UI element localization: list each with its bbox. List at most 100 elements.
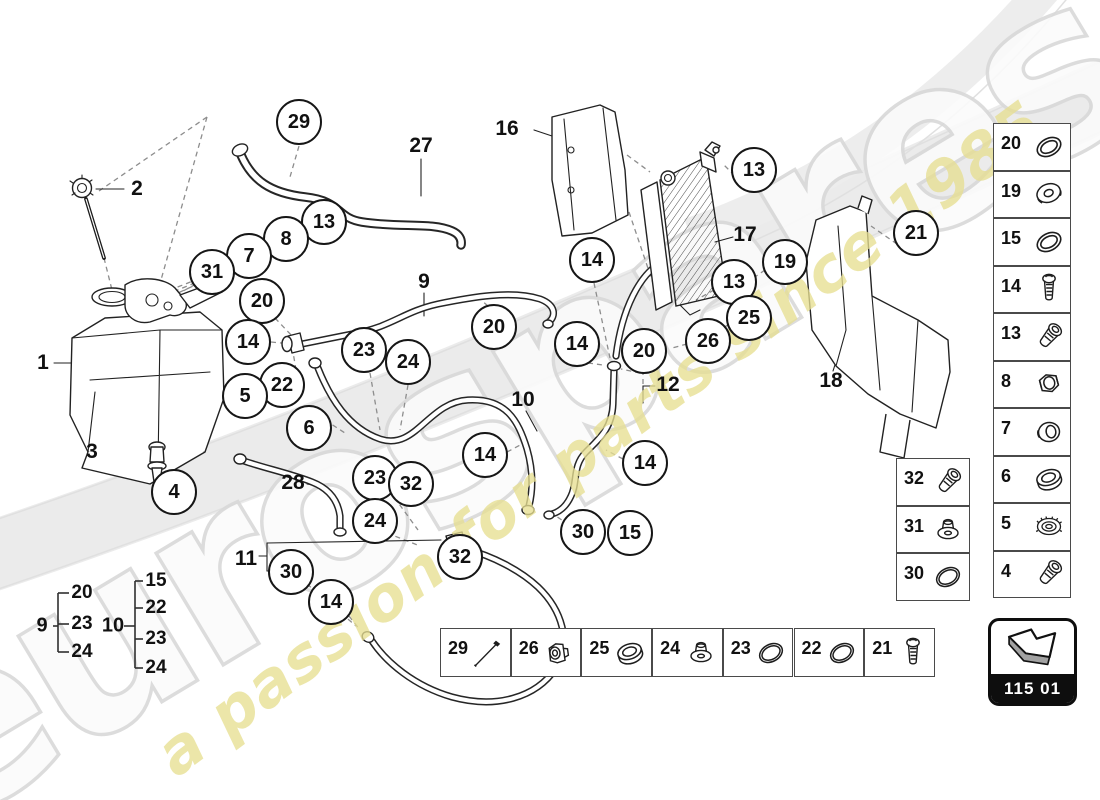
legend-number: 6 [1001,465,1012,486]
callout-14[interactable]: 14 [554,321,600,367]
legend-cell-32[interactable]: 32 [896,458,970,506]
bracket-label-10: 10 [101,614,125,637]
callout-20[interactable]: 20 [239,278,285,324]
bracket-item-24: 24 [145,657,167,678]
nut-part-icon [1031,366,1067,402]
part-label-28: 28 [281,471,305,494]
part-label-10: 10 [511,388,535,411]
legend-number: 22 [801,638,822,658]
callout-13[interactable]: 13 [731,147,777,193]
callout-26[interactable]: 26 [685,318,731,364]
legend-cell-21[interactable]: 21 [864,628,935,677]
cover-16-drawing [551,104,629,237]
legend-cell-7[interactable]: 7 [993,408,1071,456]
legend-cell-22[interactable]: 22 [793,628,865,677]
legend-cell-19[interactable]: 19 [993,170,1071,218]
legend-number: 20 [1001,133,1022,153]
section-badge[interactable]: 115 01 [988,618,1077,706]
callout-24[interactable]: 24 [352,498,398,544]
legend-cell-20[interactable]: 20 [993,123,1071,171]
callout-32[interactable]: 32 [437,534,483,580]
legend-number: 21 [872,638,893,658]
legend-number: 29 [448,638,469,658]
legend-cell-15[interactable]: 15 [993,218,1071,266]
callout-24[interactable]: 24 [385,339,431,385]
bracket-item-22: 22 [145,597,167,618]
legend-cell-25[interactable]: 25 [581,628,653,677]
washer-part-icon [1031,176,1067,212]
legend-cell-26[interactable]: 26 [510,628,582,677]
callout-15[interactable]: 15 [607,510,653,556]
ring-part-icon [1031,129,1067,165]
callout-29[interactable]: 29 [276,99,322,145]
screw-part-icon [1031,271,1067,307]
hose-28-drawing [233,453,347,537]
pipe-12-drawing [543,360,622,520]
part-label-16: 16 [495,117,519,140]
legend-cell-29[interactable]: 29 [440,628,511,677]
seal-part-icon [1031,461,1067,497]
part-label-3: 3 [86,440,98,463]
legend-cell-24[interactable]: 24 [652,628,723,677]
oring-part-icon [930,559,966,595]
legend-cell-14[interactable]: 14 [993,265,1071,313]
bracket-18-drawing [805,195,951,459]
legend-cell-23[interactable]: 23 [722,628,794,677]
bracket-item-15: 15 [145,570,167,591]
bracket-item-24: 24 [71,641,93,662]
part-label-11: 11 [234,547,258,570]
part-label-27: 27 [409,134,433,157]
oring-part-icon [824,635,860,671]
plug-part-icon [930,512,966,548]
legend-cell-13[interactable]: 13 [993,313,1071,361]
legend-number: 14 [1001,275,1022,296]
ring-part-icon [1031,224,1067,260]
legend-cell-31[interactable]: 31 [896,505,970,554]
callout-20[interactable]: 20 [471,304,517,350]
callout-23[interactable]: 23 [341,327,387,373]
callout-25[interactable]: 25 [726,295,772,341]
legend-cell-6[interactable]: 6 [993,455,1071,503]
bracket-item-23: 23 [71,613,93,634]
legend-cell-30[interactable]: 30 [896,553,970,602]
legend-number: 5 [1001,513,1012,533]
radiator-17-drawing [640,141,728,316]
callout-21[interactable]: 21 [893,210,939,256]
legend-number: 24 [660,638,681,658]
diagram-code: 115 01 [991,674,1074,703]
callout-14[interactable]: 14 [569,237,615,283]
part-label-2: 2 [131,177,143,200]
legend-number: 13 [1001,323,1022,343]
callout-14[interactable]: 14 [225,319,271,365]
bracket-item-20: 20 [71,582,93,603]
legend-number: 4 [1001,560,1012,581]
3d-arrow-icon [991,622,1074,672]
legend-cell-4[interactable]: 4 [993,550,1071,598]
callout-19[interactable]: 19 [762,239,808,285]
part-label-17: 17 [733,223,757,246]
callout-30[interactable]: 30 [560,509,606,555]
legend-number: 23 [730,638,751,658]
callout-20[interactable]: 20 [621,328,667,374]
bolt-part-icon [1031,319,1067,355]
legend-cell-8[interactable]: 8 [993,360,1071,408]
callout-30[interactable]: 30 [268,549,314,595]
callout-14[interactable]: 14 [462,432,508,478]
callout-14[interactable]: 14 [622,440,668,486]
reservoir-drawing [69,278,225,485]
legend-cell-5[interactable]: 5 [993,503,1071,551]
callout-4[interactable]: 4 [151,469,197,515]
callout-6[interactable]: 6 [286,405,332,451]
callout-5[interactable]: 5 [222,373,268,419]
legend-number: 15 [1001,228,1022,248]
sensor-drawing [147,441,167,489]
callout-32[interactable]: 32 [388,461,434,507]
legend-number: 19 [1001,180,1022,201]
oring-part-icon [753,635,789,671]
union-part-icon [541,635,577,671]
callout-31[interactable]: 31 [189,249,235,295]
legend-number: 30 [904,563,925,584]
bracket-item-23: 23 [145,628,167,649]
callout-14[interactable]: 14 [308,579,354,625]
